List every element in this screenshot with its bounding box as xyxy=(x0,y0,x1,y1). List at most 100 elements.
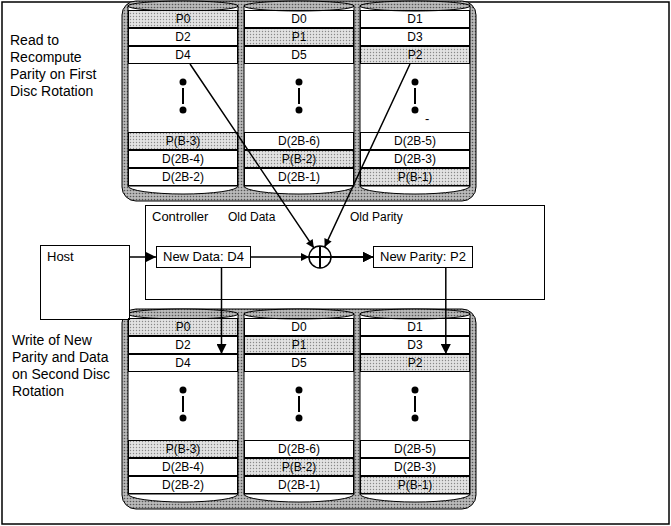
arrowhead xyxy=(306,239,314,248)
block-label: P(B-2) xyxy=(282,460,317,474)
controller-label: Controller xyxy=(152,209,208,224)
flow-arrow xyxy=(445,268,447,354)
disk-block: P1 xyxy=(244,336,354,354)
disk-block: D(2B-6) xyxy=(244,132,354,150)
disk-block: D(2B-3) xyxy=(360,458,470,476)
disk-block: P(B-1) xyxy=(360,168,470,186)
disk-block: D(2B-1) xyxy=(244,476,354,494)
disk-array-write xyxy=(122,309,476,509)
xor-circle xyxy=(309,246,331,268)
disk-block: P1 xyxy=(244,28,354,46)
block-label: D(2B-6) xyxy=(278,442,320,456)
block-label: P(B-2) xyxy=(282,152,317,166)
flow-label: Old Data xyxy=(228,209,275,226)
block-label: D5 xyxy=(291,48,306,62)
disk-block: D(2B-4) xyxy=(128,458,238,476)
disk-block: P2 xyxy=(360,46,470,64)
flow-arrow xyxy=(190,64,373,257)
block-label: P2 xyxy=(408,356,423,370)
disk-block: P0 xyxy=(128,10,238,28)
host-label: Host xyxy=(47,249,74,264)
disk-block: D(2B-3) xyxy=(360,150,470,168)
xor-symbol xyxy=(301,238,332,268)
block-label: P(B-3) xyxy=(166,134,201,148)
disk-block: D(2B-2) xyxy=(128,476,238,494)
block-label: D(2B-2) xyxy=(162,478,204,492)
block-label: P(B-1) xyxy=(398,478,433,492)
block-label: D(2B-3) xyxy=(394,152,436,166)
disk-block: D(2B-4) xyxy=(128,150,238,168)
block-label: P0 xyxy=(176,320,191,334)
disk-block: D0 xyxy=(244,10,354,28)
block-label: D4 xyxy=(175,356,190,370)
block-label: D1 xyxy=(407,320,422,334)
block-label: P1 xyxy=(292,338,307,352)
flow-arrow xyxy=(221,268,223,354)
disk-block: P(B-2) xyxy=(244,150,354,168)
buffer-label: New Parity: P2 xyxy=(380,249,466,264)
block-label: D(2B-5) xyxy=(394,134,436,148)
block-label: D(2B-4) xyxy=(162,460,204,474)
disk-block: D(2B-5) xyxy=(360,132,470,150)
block-label: D1 xyxy=(407,12,422,26)
block-label: D0 xyxy=(291,12,306,26)
block-label: D3 xyxy=(407,30,422,44)
block-label: D4 xyxy=(175,48,190,62)
disk-block: D3 xyxy=(360,28,470,46)
arrowhead xyxy=(324,238,331,247)
block-label: D3 xyxy=(407,338,422,352)
block-label: P1 xyxy=(292,30,307,44)
disk-block: D5 xyxy=(244,354,354,372)
disk-block: D(2B-1) xyxy=(244,168,354,186)
disk-block: D4 xyxy=(128,46,238,64)
disk-block: D1 xyxy=(360,318,470,336)
block-label: P(B-3) xyxy=(166,442,201,456)
disk-block: P0 xyxy=(128,318,238,336)
disk-block: D2 xyxy=(128,336,238,354)
block-label: D(2B-4) xyxy=(162,152,204,166)
disk-block: P(B-3) xyxy=(128,440,238,458)
block-label: D5 xyxy=(291,356,306,370)
disk-block: D5 xyxy=(244,46,354,64)
block-label: D2 xyxy=(175,338,190,352)
disk-block: P(B-3) xyxy=(128,132,238,150)
disk-block: P2 xyxy=(360,354,470,372)
buffer-box: New Parity: P2 xyxy=(373,246,473,268)
disk-block: P(B-2) xyxy=(244,458,354,476)
disk-block: D(2B-2) xyxy=(128,168,238,186)
disk-block: D4 xyxy=(128,354,238,372)
buffer-label: New Data: D4 xyxy=(163,249,244,264)
xor-cross xyxy=(309,246,331,268)
disk-block: P(B-1) xyxy=(360,476,470,494)
block-label: P2 xyxy=(408,48,423,62)
buffer-box: New Data: D4 xyxy=(156,246,251,268)
block-label: D(2B-3) xyxy=(394,460,436,474)
disk-block: D(2B-6) xyxy=(244,440,354,458)
block-label: D2 xyxy=(175,30,190,44)
block-label: D(2B-5) xyxy=(394,442,436,456)
disk-block: D0 xyxy=(244,318,354,336)
block-label: P(B-1) xyxy=(398,170,433,184)
controller-box: ControllerNew Data: D4 New Parity: P2 xyxy=(145,205,545,300)
disk-block: D2 xyxy=(128,28,238,46)
block-label: D(2B-6) xyxy=(278,134,320,148)
disk-block: D1 xyxy=(360,10,470,28)
block-label: D(2B-2) xyxy=(162,170,204,184)
flow-label: Old Parity xyxy=(350,209,403,226)
block-label: D0 xyxy=(291,320,306,334)
disk-array-read xyxy=(122,1,476,201)
block-label: P0 xyxy=(176,12,191,26)
caption-note: Read to Recompute Parity on First Disc R… xyxy=(10,32,118,100)
block-label: D(2B-1) xyxy=(278,170,320,184)
host-box: Host xyxy=(40,245,130,320)
dash-mark: - xyxy=(425,110,429,127)
flow-arrow xyxy=(130,256,156,258)
block-label: D(2B-1) xyxy=(278,478,320,492)
disk-block: D(2B-5) xyxy=(360,440,470,458)
caption-note: Write of New Parity and Data on Second D… xyxy=(12,332,120,400)
arrowhead xyxy=(301,253,309,261)
disk-block: D3 xyxy=(360,336,470,354)
